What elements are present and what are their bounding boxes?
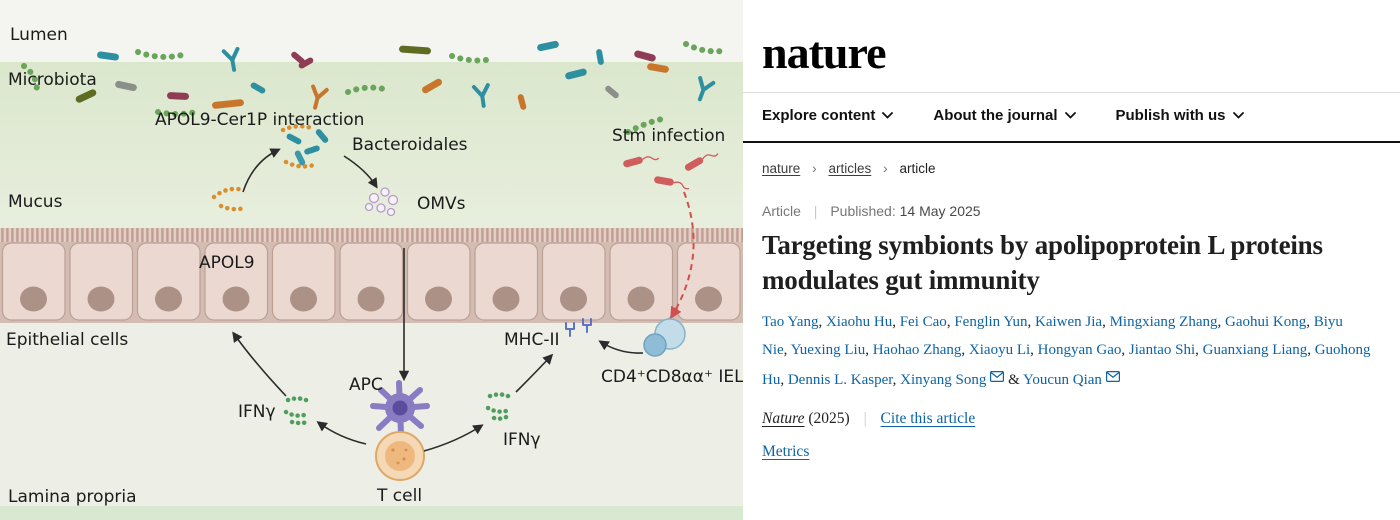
label-omvs: OMVs bbox=[417, 194, 466, 214]
author-link[interactable]: Mingxiang Zhang bbox=[1109, 314, 1218, 331]
gut-immunity-figure: Lumen Microbiota APOL9-Cer1P interaction… bbox=[0, 0, 743, 520]
author-link[interactable]: Tao Yang bbox=[762, 314, 819, 331]
author-link[interactable]: Xiaoyu Li bbox=[968, 341, 1031, 358]
label-mhc2: MHC-II bbox=[504, 330, 559, 350]
apol9-specks-icon bbox=[211, 186, 248, 212]
breadcrumb-articles[interactable]: articles bbox=[828, 161, 872, 176]
lamina-propria-band bbox=[0, 322, 743, 520]
author-link[interactable]: Dennis L. Kasper bbox=[787, 371, 893, 388]
iel-cell bbox=[643, 318, 686, 357]
stm-infection-arrow bbox=[670, 191, 695, 320]
chevron-down-icon bbox=[882, 112, 894, 119]
label-microbiota: Microbiota bbox=[8, 70, 97, 90]
label-apol9: APOL9 bbox=[199, 253, 255, 273]
omv-icons bbox=[364, 187, 399, 217]
label-ifng-left: IFNγ bbox=[238, 402, 276, 422]
apc-cell bbox=[370, 380, 430, 437]
lumen-band bbox=[0, 0, 743, 62]
nav-about-the-journal[interactable]: About the journal bbox=[933, 107, 1076, 124]
author-link[interactable]: Biyu Nie bbox=[762, 314, 1343, 358]
journal-link[interactable]: Nature bbox=[762, 410, 805, 428]
nav-label: Explore content bbox=[762, 107, 876, 124]
author-link[interactable]: Xiaohu Hu bbox=[825, 314, 893, 331]
label-lumen: Lumen bbox=[10, 25, 68, 45]
citation-line: Nature (2025) | Cite this article bbox=[743, 394, 1400, 428]
chevron-right-icon: › bbox=[812, 160, 817, 176]
label-stm-infection: Stm infection bbox=[612, 126, 725, 146]
published-date: 14 May 2025 bbox=[899, 203, 981, 219]
meta-divider: | bbox=[813, 203, 818, 219]
cite-article-link[interactable]: Cite this article bbox=[880, 410, 976, 428]
label-bacteroidales: Bacteroidales bbox=[352, 135, 468, 155]
epithelial-cell-row bbox=[1, 242, 741, 321]
header-rule bbox=[743, 141, 1400, 143]
nature-logo[interactable]: nature bbox=[762, 27, 887, 78]
nav-publish-with-us[interactable]: Publish with us bbox=[1116, 107, 1244, 124]
chevron-down-icon bbox=[1064, 112, 1076, 119]
bacteroidales-cluster-icon bbox=[280, 124, 330, 169]
author-link[interactable]: Jiantao Shi bbox=[1128, 341, 1196, 358]
label-apol9-cer1p: APOL9-Cer1P interaction bbox=[155, 110, 364, 130]
author-link[interactable]: Guanxiang Liang bbox=[1202, 341, 1308, 358]
ifng-dots-icon bbox=[283, 396, 313, 426]
author-link[interactable]: Fenglin Yun bbox=[954, 314, 1028, 331]
label-t-cell: T cell bbox=[376, 486, 422, 506]
author-link[interactable]: Guohong Hu bbox=[762, 341, 1371, 388]
figure-panel: Lumen Microbiota APOL9-Cer1P interaction… bbox=[0, 0, 743, 520]
email-icon[interactable] bbox=[990, 365, 1005, 393]
nav-explore-content[interactable]: Explore content bbox=[762, 107, 894, 124]
author-link[interactable]: Hongyan Gao bbox=[1037, 341, 1122, 358]
author-link[interactable]: Gaohui Kong bbox=[1224, 314, 1307, 331]
author-link[interactable]: Xinyang Song bbox=[900, 371, 987, 388]
label-lamina-propria: Lamina propria bbox=[8, 487, 137, 507]
villi-brush-border bbox=[0, 228, 743, 242]
metrics-link[interactable]: Metrics bbox=[762, 443, 810, 461]
ifng-dots-icon bbox=[485, 392, 515, 421]
t-cell bbox=[375, 431, 425, 481]
chevron-down-icon bbox=[1232, 112, 1244, 119]
microbiota-bacteria-icons bbox=[21, 40, 725, 135]
site-nav: Explore content About the journal Publis… bbox=[743, 93, 1400, 141]
article-title: Targeting symbionts by apolipoprotein L … bbox=[762, 230, 1323, 295]
label-iel: CD4⁺CD8αα⁺ IEL bbox=[601, 367, 743, 387]
divider-rule bbox=[743, 92, 1400, 93]
nav-label: Publish with us bbox=[1115, 107, 1226, 124]
author-ampersand: & bbox=[1004, 371, 1024, 388]
author-link[interactable]: Fei Cao bbox=[899, 314, 947, 331]
breadcrumb-nature[interactable]: nature bbox=[762, 161, 801, 176]
label-apc: APC bbox=[349, 375, 383, 395]
breadcrumb: nature › articles › article bbox=[743, 143, 1400, 176]
author-link[interactable]: Haohao Zhang bbox=[872, 341, 962, 358]
journal-year: (2025) bbox=[808, 410, 850, 428]
label-epithelial-cells: Epithelial cells bbox=[6, 330, 128, 350]
author-link[interactable]: Kaiwen Jia bbox=[1035, 314, 1103, 331]
bottom-strip bbox=[0, 506, 743, 520]
nav-label: About the journal bbox=[933, 107, 1058, 124]
article-meta: Article | Published: 14 May 2025 bbox=[743, 176, 1400, 219]
label-mucus: Mucus bbox=[8, 192, 63, 212]
author-list: Tao Yang, Xiaohu Hu, Fei Cao, Fenglin Yu… bbox=[743, 297, 1391, 394]
pathway-arrows bbox=[232, 148, 644, 452]
email-icon[interactable] bbox=[1105, 365, 1120, 393]
published-label: Published: bbox=[830, 203, 896, 219]
breadcrumb-article: article bbox=[899, 161, 936, 176]
author-link[interactable]: Youcun Qian bbox=[1023, 371, 1102, 388]
author-link[interactable]: Yuexing Liu bbox=[790, 341, 866, 358]
chevron-right-icon: › bbox=[883, 160, 888, 176]
mucus-band bbox=[0, 62, 743, 242]
article-page: nature Explore content About the journal… bbox=[743, 0, 1400, 520]
cite-divider: | bbox=[863, 410, 867, 428]
article-type: Article bbox=[762, 203, 801, 219]
label-ifng-right: IFNγ bbox=[503, 430, 541, 450]
